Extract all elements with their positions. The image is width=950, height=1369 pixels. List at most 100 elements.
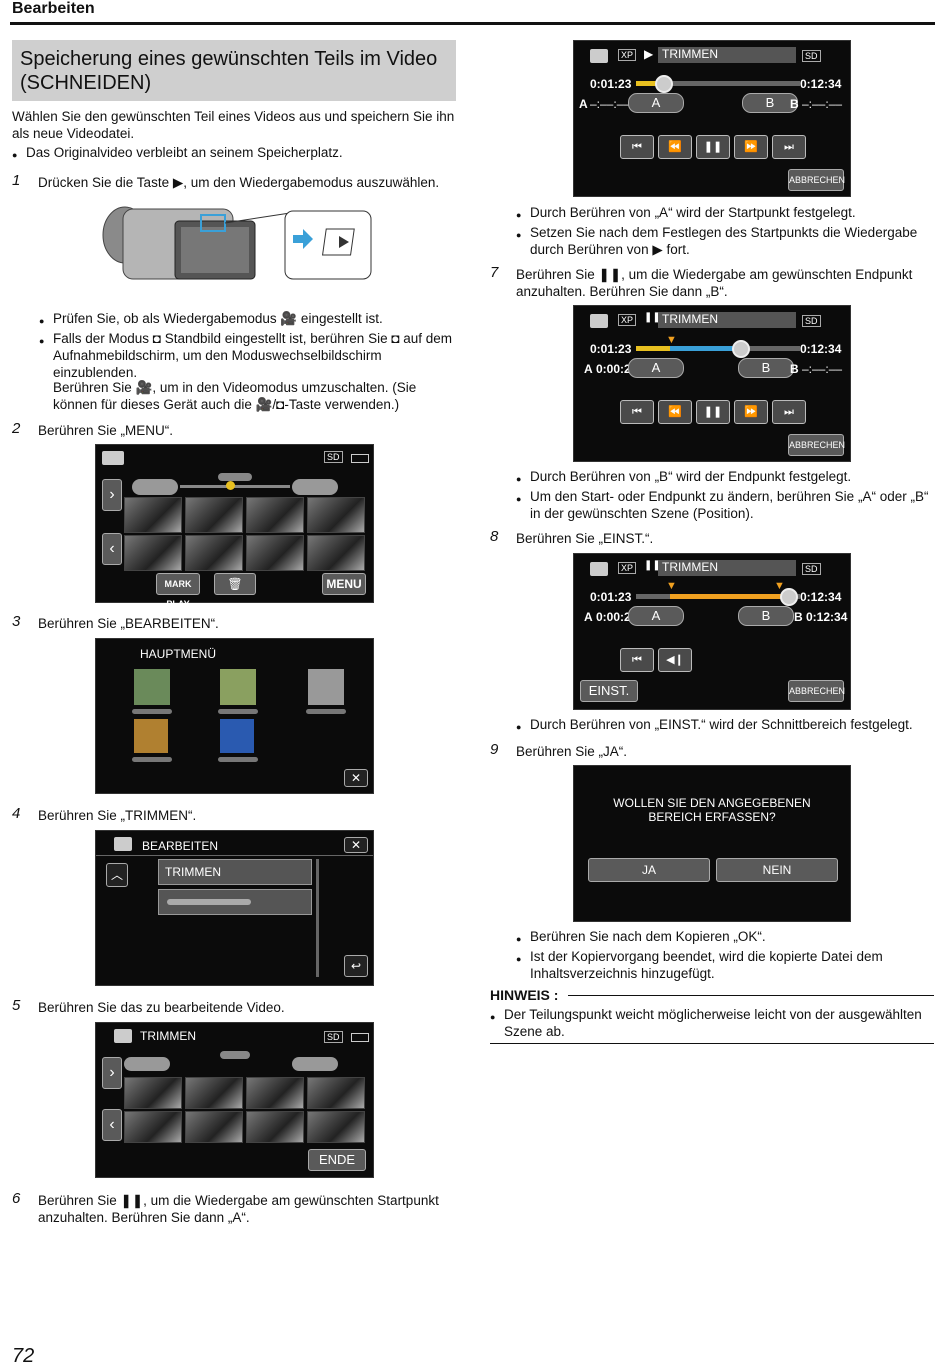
film-icon[interactable]	[134, 669, 170, 705]
pause-icon[interactable]: ❚❚	[696, 135, 730, 159]
prev-page-button[interactable]: ‹	[102, 533, 122, 565]
date-label	[218, 473, 252, 481]
scrollbar[interactable]	[316, 859, 319, 977]
b-button[interactable]: B	[742, 93, 798, 113]
thumbnail[interactable]	[185, 1077, 243, 1109]
step-1-bullet-1: Prüfen Sie, ob als Wiedergabemodus 🎥 ein…	[39, 310, 458, 330]
b-button[interactable]: B	[738, 358, 794, 378]
date-slider-knob	[226, 481, 235, 490]
back-icon[interactable]: ↩	[344, 955, 368, 977]
total-time: 0:12:34	[800, 590, 842, 604]
sd-icon: SD	[802, 315, 821, 327]
rewind-icon[interactable]: ⏪	[658, 135, 692, 159]
fast-forward-icon[interactable]: ⏩	[734, 400, 768, 424]
video-mode-icon	[590, 49, 608, 63]
yes-button[interactable]: JA	[588, 858, 710, 882]
next-date-pill[interactable]	[292, 479, 338, 495]
pause-icon[interactable]: ❚❚	[696, 400, 730, 424]
rewind-icon[interactable]: ⏪	[658, 400, 692, 424]
thumbnail[interactable]	[307, 1077, 365, 1109]
section-title-box: Speicherung eines gewünschten Teils im V…	[12, 40, 456, 101]
trim-menu-item[interactable]: TRIMMEN	[158, 859, 312, 885]
hdmi-icon[interactable]	[134, 719, 168, 753]
thumbnail[interactable]	[124, 535, 182, 571]
markplay-button[interactable]: MARK PLAY	[156, 573, 200, 609]
no-button[interactable]: NEIN	[716, 858, 838, 882]
edit-icon[interactable]	[220, 669, 256, 705]
next-date-pill[interactable]	[292, 1057, 338, 1071]
trash-icon[interactable]: 🗑	[214, 573, 256, 595]
skip-back-icon[interactable]: ⏮	[620, 400, 654, 424]
video-mode-icon	[102, 451, 124, 465]
pause-state-icon: ❚❚	[644, 560, 661, 571]
a-button[interactable]: A	[628, 93, 684, 113]
thumbnail[interactable]	[246, 1077, 304, 1109]
thumbnail[interactable]	[307, 497, 365, 533]
a-button[interactable]: A	[628, 606, 684, 626]
prev-page-button[interactable]: ‹	[102, 1109, 122, 1141]
thumbnail[interactable]	[124, 497, 182, 533]
set-button[interactable]: EINST.	[580, 680, 638, 702]
b-label: B	[790, 362, 799, 376]
video-mode-icon	[590, 562, 608, 576]
cancel-button[interactable]: ABBRECHEN	[788, 434, 845, 456]
step-5-text: Berühren Sie das zu bearbeitende Video.	[38, 1000, 285, 1015]
step-2-text: Berühren Sie „MENU“.	[38, 423, 174, 438]
b-button[interactable]: B	[738, 606, 794, 626]
sd-icon: SD	[324, 451, 343, 463]
thumbnail[interactable]	[307, 535, 365, 571]
cancel-button[interactable]: ABBRECHEN	[788, 680, 845, 702]
menu-item-2[interactable]	[158, 889, 312, 915]
trim-screen-2-title: TRIMMEN	[662, 312, 718, 326]
step-6-number: 6	[12, 1190, 21, 1207]
sd-icon: SD	[324, 1031, 343, 1043]
intro-text: Wählen Sie den gewünschten Teil eines Vi…	[12, 109, 455, 141]
start-marker-icon: ▼	[666, 580, 677, 592]
battery-icon	[351, 1033, 369, 1042]
intro-bullet: Das Originalvideo verbleibt an seinem Sp…	[12, 144, 456, 164]
thumbnail[interactable]	[185, 1111, 243, 1143]
fast-forward-icon[interactable]: ⏩	[734, 135, 768, 159]
next-page-button[interactable]: ›	[102, 479, 122, 511]
end-marker-icon: ▼	[774, 580, 785, 592]
pause-state-icon: ❚❚	[644, 312, 661, 323]
trim-progress-knob[interactable]	[655, 75, 673, 93]
trim-progress-knob[interactable]	[780, 588, 798, 606]
a-button[interactable]: A	[628, 358, 684, 378]
menu-button[interactable]: MENU	[322, 573, 366, 595]
frame-back-icon[interactable]: ◀❙	[658, 648, 692, 672]
thumbnail[interactable]	[185, 535, 243, 571]
skip-forward-icon[interactable]: ⏭	[772, 135, 806, 159]
skip-forward-icon[interactable]: ⏭	[772, 400, 806, 424]
camera-illustration	[95, 195, 375, 295]
thumbnail[interactable]	[124, 1077, 182, 1109]
step-1-text: Drücken Sie die Taste ▶, um den Wiederga…	[38, 175, 440, 190]
thumbnail[interactable]	[246, 535, 304, 571]
scroll-up-button[interactable]: ︿	[106, 863, 128, 887]
close-icon[interactable]: ✕	[344, 769, 368, 787]
skip-back-icon[interactable]: ⏮	[620, 648, 654, 672]
skip-back-icon[interactable]: ⏮	[620, 135, 654, 159]
thumbnail[interactable]	[307, 1111, 365, 1143]
thumbnail[interactable]	[246, 1111, 304, 1143]
a-time: –:––:––	[590, 97, 631, 111]
next-page-button[interactable]: ›	[102, 1057, 122, 1089]
trim-progress-knob[interactable]	[732, 340, 750, 358]
thumbnail[interactable]	[246, 497, 304, 533]
prev-date-pill[interactable]	[124, 1057, 170, 1071]
end-button[interactable]: ENDE	[308, 1149, 366, 1171]
cancel-button[interactable]: ABBRECHEN	[788, 169, 845, 191]
sd-card-icon[interactable]	[220, 719, 254, 753]
close-icon[interactable]: ✕	[344, 837, 368, 853]
step-8-number: 8	[490, 528, 499, 545]
thumbnail[interactable]	[185, 497, 243, 533]
settings-icon[interactable]	[308, 669, 344, 705]
b-label: B	[790, 97, 799, 111]
step-1-number: 1	[12, 172, 21, 189]
trim-screen-3: XP ❚❚ TRIMMEN SD ▼ ▼ 0:01:23 0:12:34 A 0…	[573, 553, 851, 710]
hinweis-text: Der Teilungspunkt weicht möglicherweise …	[490, 1006, 934, 1040]
a-label: A	[584, 610, 593, 624]
prev-date-pill[interactable]	[132, 479, 178, 495]
thumbnail[interactable]	[124, 1111, 182, 1143]
trim-progress[interactable]	[636, 81, 800, 86]
